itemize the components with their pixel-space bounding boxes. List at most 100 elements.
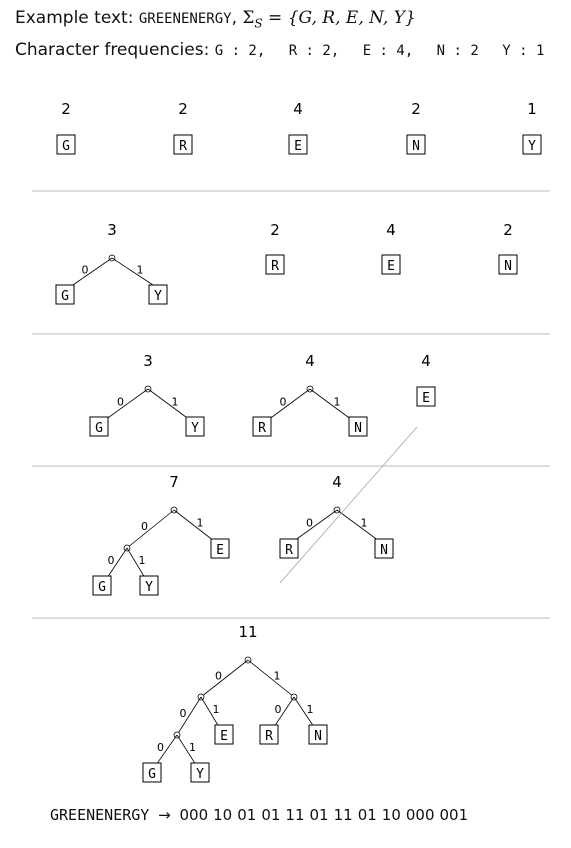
leaf-symbol-E: E <box>422 391 430 406</box>
leaf-symbol-N: N <box>314 729 322 744</box>
freq-r: R : 2, <box>288 43 340 59</box>
alphabet-subscript: S <box>254 16 263 31</box>
code-7: 01 <box>357 806 377 824</box>
tree-edge <box>126 547 146 579</box>
edge-bit-label: 1 <box>334 396 341 409</box>
comma: , <box>231 8 243 28</box>
leaf-box-E <box>288 134 308 155</box>
alphabet-symbol: Σ <box>242 8 255 28</box>
leaf-symbol-N: N <box>354 421 362 436</box>
leaf-box-Y <box>185 416 205 437</box>
leaf-box-R <box>259 724 279 745</box>
leaf-symbol-G: G <box>98 580 106 595</box>
frequency-label: Character frequencies: <box>15 40 215 60</box>
leaf-box-G <box>55 284 75 305</box>
edge-bit-label: 0 <box>157 741 164 754</box>
leaf-symbol-Y: Y <box>154 289 162 304</box>
leaf-symbol-Y: Y <box>196 767 204 782</box>
leaf-box-G <box>142 762 162 783</box>
tree-edge <box>173 509 215 542</box>
leaf-box-R <box>173 134 193 155</box>
count-label: 3 <box>107 221 117 239</box>
leaf-box-R <box>265 254 285 275</box>
tree-edge <box>147 388 191 421</box>
count-label: 7 <box>169 473 179 491</box>
edge-bit-label: 1 <box>361 517 368 530</box>
code-2: 01 <box>237 806 257 824</box>
tree-edge <box>106 547 128 579</box>
edge-bit-label: 0 <box>275 703 282 716</box>
example-text-line: Example text: GREENENERGY, ΣS = {G, R, E… <box>15 8 416 30</box>
edge-bit-label: 1 <box>213 703 220 716</box>
leaf-box-Y <box>139 575 159 596</box>
code-10: 001 <box>439 806 469 824</box>
diagonal-guide-line <box>279 426 418 584</box>
freq-g: G : 2, <box>214 43 266 59</box>
edge-bit-label: 0 <box>82 264 89 277</box>
count-label: 2 <box>178 100 188 118</box>
leaf-box-Y <box>148 284 168 305</box>
leaf-box-R <box>252 416 272 437</box>
tree-edge <box>247 659 295 698</box>
tree-edge <box>176 696 202 736</box>
encoding-arrow: → <box>158 806 171 824</box>
leaf-symbol-R: R <box>258 421 266 436</box>
tree-edge <box>273 696 295 728</box>
edge-bit-label: 1 <box>307 703 314 716</box>
leaf-box-N <box>374 538 394 559</box>
edge-bit-label: 0 <box>141 520 148 533</box>
count-label: 2 <box>411 100 421 118</box>
leaf-symbol-N: N <box>504 259 512 274</box>
leaf-symbol-G: G <box>61 289 69 304</box>
leaf-symbol-N: N <box>412 139 420 154</box>
leaf-symbol-Y: Y <box>528 139 536 154</box>
leaf-box-G <box>92 575 112 596</box>
edge-bit-label: 0 <box>180 707 187 720</box>
edge-bit-label: 0 <box>108 554 115 567</box>
count-label: 1 <box>527 100 537 118</box>
edge-bit-label: 1 <box>189 741 196 754</box>
edge-bit-label: 1 <box>197 517 204 530</box>
tree-edge <box>293 696 315 728</box>
leaf-symbol-G: G <box>62 139 70 154</box>
code-1: 10 <box>213 806 233 824</box>
code-0: 000 <box>179 806 209 824</box>
leaf-symbol-Y: Y <box>145 580 153 595</box>
freq-e: E : 4, <box>362 43 414 59</box>
leaf-box-E <box>214 724 234 745</box>
example-text-label: Example text: <box>15 8 139 28</box>
tree-edge <box>336 509 380 542</box>
code-4: 11 <box>285 806 305 824</box>
tree-edge <box>309 388 353 421</box>
leaf-symbol-G: G <box>148 767 156 782</box>
edge-bit-label: 1 <box>137 264 144 277</box>
edge-bit-label: 1 <box>274 670 281 683</box>
count-label: 4 <box>332 473 342 491</box>
edge-bit-label: 0 <box>117 396 124 409</box>
count-label: 4 <box>305 352 315 370</box>
count-label: 2 <box>270 221 280 239</box>
tree-edge <box>69 257 113 288</box>
leaf-symbol-R: R <box>179 139 187 154</box>
leaf-symbol-E: E <box>294 139 302 154</box>
frequency-line: Character frequencies: G : 2, R : 2, E :… <box>15 40 544 60</box>
edge-bit-label: 0 <box>280 396 287 409</box>
count-label: 4 <box>293 100 303 118</box>
count-label: 3 <box>143 352 153 370</box>
count-label: 11 <box>238 623 257 641</box>
count-label: 4 <box>421 352 431 370</box>
leaf-box-N <box>498 254 518 275</box>
leaf-symbol-R: R <box>271 259 279 274</box>
leaf-symbol-E: E <box>387 259 395 274</box>
freq-y: Y : 1 <box>502 43 545 59</box>
leaf-symbol-R: R <box>265 729 273 744</box>
tree-edge <box>200 659 249 698</box>
tree-edge <box>111 257 157 288</box>
alphabet-set: {G, R, E, N, Y} <box>287 8 416 28</box>
leaf-box-R <box>279 538 299 559</box>
edge-bit-label: 1 <box>139 554 146 567</box>
tree-edge <box>104 388 149 421</box>
tree-edge <box>126 509 175 549</box>
